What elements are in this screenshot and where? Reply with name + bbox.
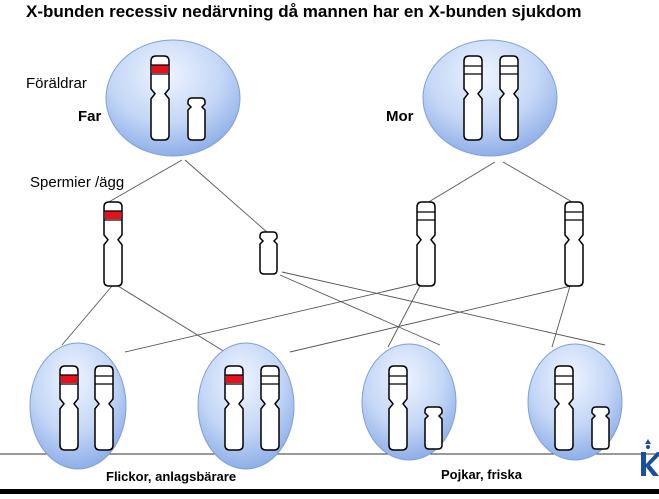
daughter2-x-chromosome-father bbox=[224, 365, 244, 451]
mother-x-chromosome-1 bbox=[463, 55, 483, 141]
mutation-band bbox=[105, 211, 121, 219]
mother-label: Mor bbox=[386, 108, 414, 125]
connection-line bbox=[289, 285, 572, 353]
sperm-y-chromosome bbox=[259, 231, 278, 275]
connection-lines bbox=[0, 159, 659, 455]
mutation-band bbox=[152, 65, 168, 73]
connection-line bbox=[387, 285, 421, 348]
page-title: X-bunden recessiv nedärvning då mannen h… bbox=[26, 2, 582, 21]
mutation-band bbox=[61, 375, 77, 383]
footer-bar bbox=[0, 489, 659, 494]
father-cell bbox=[105, 39, 241, 157]
connection-line bbox=[117, 285, 226, 353]
father-x-chromosome bbox=[150, 55, 170, 141]
connection-line bbox=[502, 161, 575, 204]
connection-line bbox=[551, 285, 571, 348]
mother-x-chromosome-2 bbox=[499, 55, 519, 141]
son2-x-chromosome bbox=[554, 365, 574, 451]
son1-x-chromosome bbox=[388, 365, 408, 451]
connection-line bbox=[281, 271, 606, 346]
egg-x-chromosome-2 bbox=[564, 201, 584, 287]
mutation-band bbox=[226, 375, 242, 383]
daughters-label: Flickor, anlagsbärare bbox=[106, 469, 237, 484]
son1-y-chromosome bbox=[424, 406, 443, 450]
parents-label: Föräldrar bbox=[26, 75, 87, 92]
son2-y-chromosome bbox=[591, 406, 610, 450]
connection-line bbox=[124, 281, 426, 353]
sperm-x-chromosome bbox=[103, 201, 123, 287]
father-label: Far bbox=[78, 108, 102, 125]
daughter-cell-2 bbox=[197, 342, 295, 470]
father-y-chromosome bbox=[187, 97, 206, 141]
egg-x-chromosome-1 bbox=[416, 201, 436, 287]
sons-label: Pojkar, friska bbox=[441, 467, 522, 482]
mother-cell bbox=[422, 39, 558, 157]
connection-line bbox=[426, 161, 496, 204]
daughter2-x-chromosome-mother bbox=[260, 365, 280, 451]
connection-line bbox=[184, 159, 269, 234]
connection-line bbox=[106, 159, 183, 204]
gametes-label: Spermier /ägg bbox=[30, 174, 125, 191]
institution-logo-icon bbox=[641, 439, 659, 476]
daughter1-x-chromosome-father bbox=[59, 365, 79, 451]
connection-line bbox=[61, 285, 113, 346]
daughter1-x-chromosome-mother bbox=[94, 365, 114, 451]
chromosomes bbox=[59, 55, 610, 451]
connection-line bbox=[279, 274, 441, 346]
